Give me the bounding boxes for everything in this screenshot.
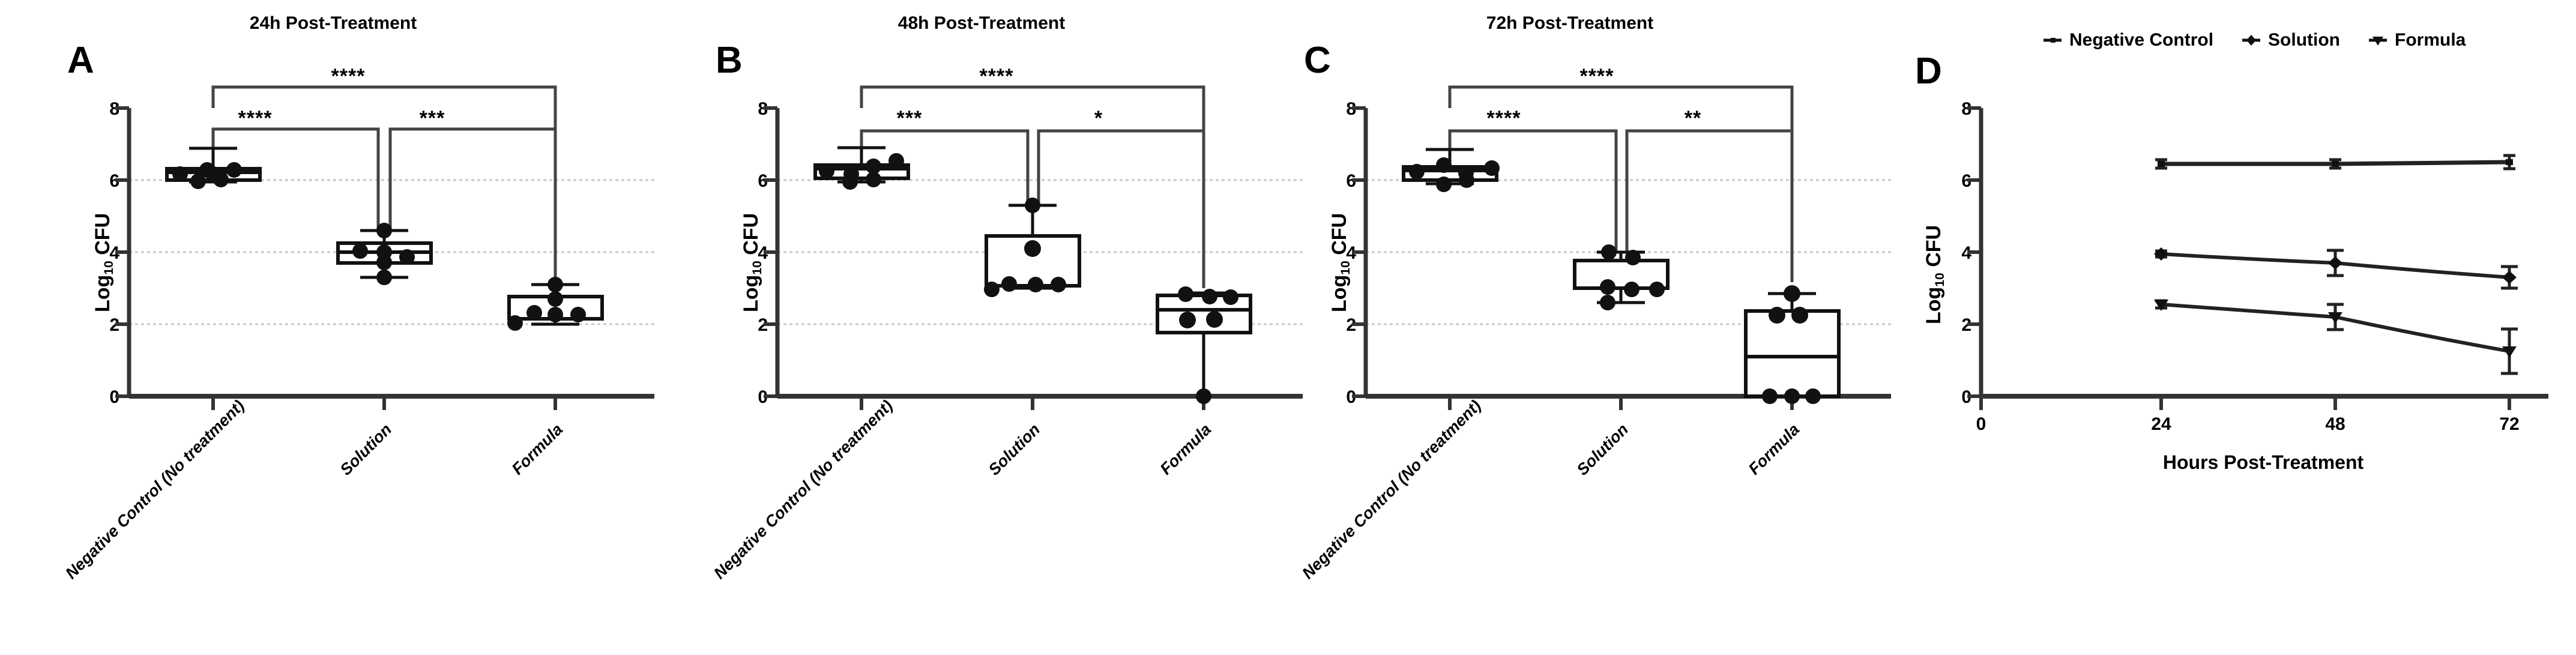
panel-a-ytick-2: 2	[109, 315, 119, 335]
panel-b-xtick-negative-control: Negative Control (No treatment)	[710, 396, 896, 583]
panel-d-x-axis-title: Hours Post-Treatment	[2162, 451, 2364, 473]
panel-b-xtick-solution: Solution	[985, 420, 1044, 479]
panel-c-plot	[1237, 0, 1897, 420]
panel-d-legend: Negative Control Solution Formula	[2042, 30, 2466, 50]
panel-b-ytick-6: 6	[758, 171, 768, 191]
panel-d-ytick-0: 0	[1961, 387, 1971, 407]
panel-c-title: 72h Post-Treatment	[1486, 13, 1654, 33]
panel-b-ytick-4: 4	[758, 243, 768, 263]
panel-b-plot	[648, 0, 1309, 420]
significance-brackets	[1448, 85, 1794, 282]
panel-d-xtick-0: 0	[1976, 414, 1986, 434]
panel-c-ytick-6: 6	[1346, 171, 1356, 191]
boxplot-negative-control	[165, 146, 262, 189]
panel-a-xtick-formula: Formula	[508, 420, 567, 478]
dash-marker-icon	[2044, 38, 2062, 43]
boxplot-formula	[1156, 286, 1252, 404]
legend-item-formula[interactable]: Formula	[2368, 30, 2466, 50]
panel-a-title: 24h Post-Treatment	[249, 13, 417, 33]
panel-d-ytick-2: 2	[1961, 315, 1971, 335]
panel-d-ytick-4: 4	[1961, 243, 1971, 263]
legend-item-negative-control[interactable]: Negative Control	[2042, 30, 2213, 50]
boxplot-solution	[984, 198, 1081, 297]
panel-c-xtick-negative-control: Negative Control (No treatment)	[1299, 396, 1485, 583]
panel-b-xtick-formula: Formula	[1156, 420, 1215, 478]
panel-c-xtick-solution: Solution	[1573, 420, 1632, 479]
panel-a-sig-solution-formula: ***	[419, 107, 445, 130]
panel-a-ytick-8: 8	[109, 99, 119, 119]
panel-d-xtick-24: 24	[2151, 414, 2171, 434]
series-solution	[2154, 247, 2518, 290]
panel-c-ytick-0: 0	[1346, 387, 1356, 407]
panel-c-sig-solution-formula: **	[1684, 107, 1702, 130]
boxplot-negative-control	[1402, 148, 1500, 192]
panel-c-ytick-8: 8	[1346, 99, 1356, 119]
panel-b-sig-top: ****	[979, 65, 1014, 88]
triangle-down-marker-icon	[2369, 37, 2387, 46]
legend-label-formula: Formula	[2395, 30, 2466, 50]
legend-label-negative-control: Negative Control	[2069, 30, 2214, 50]
panel-c-sig-nc-solution: ****	[1486, 107, 1521, 130]
panel-b-letter: B	[716, 40, 743, 81]
panel-c-sig-top: ****	[1579, 65, 1614, 88]
panel-a-sig-top: ****	[331, 65, 366, 88]
panel-c: C 72h Post-Treatment Log10 CFU 8 6 4 2 0…	[1237, 0, 1897, 655]
panel-c-ytick-4: 4	[1346, 243, 1356, 263]
legend-label-solution: Solution	[2268, 30, 2341, 50]
panel-b-title: 48h Post-Treatment	[897, 13, 1066, 33]
panel-a-letter: A	[67, 40, 94, 81]
panel-c-xtick-formula: Formula	[1745, 420, 1803, 478]
panel-d-letter: D	[1915, 50, 1942, 92]
panel-a-xtick-solution: Solution	[336, 420, 396, 479]
panel-a-xtick-negative-control: Negative Control (No treatment)	[62, 396, 248, 583]
panel-d-xtick-72: 72	[2499, 414, 2520, 434]
significance-brackets	[860, 85, 1205, 288]
panel-a: A 24h Post-Treatment Log10 CFU 8 6 4 2 0…	[0, 0, 660, 655]
diamond-marker-icon	[2242, 35, 2261, 46]
boxplot-formula	[507, 277, 604, 331]
panel-c-ytick-2: 2	[1346, 315, 1356, 335]
panel-b-ytick-0: 0	[758, 387, 768, 407]
panel-b: B 48h Post-Treatment Log10 CFU 8 6 4 2 0…	[648, 0, 1309, 655]
panel-a-plot	[0, 0, 660, 420]
boxplot-solution	[336, 223, 433, 285]
panel-a-ytick-4: 4	[109, 243, 119, 263]
panel-b-ytick-2: 2	[758, 315, 768, 335]
series-negative-control	[2155, 154, 2515, 171]
boxplot-solution	[1573, 244, 1670, 310]
panel-d-ytick-8: 8	[1961, 99, 1971, 119]
panel-d-xtick-48: 48	[2325, 414, 2345, 434]
panel-d-ytick-6: 6	[1961, 171, 1971, 191]
panel-b-sig-solution-formula: *	[1094, 107, 1103, 130]
panel-a-ytick-6: 6	[109, 171, 119, 191]
legend-item-solution[interactable]: Solution	[2241, 30, 2340, 50]
panel-a-sig-nc-solution: ****	[238, 107, 273, 130]
panel-d-plot	[1891, 0, 2576, 420]
panel-b-sig-nc-solution: ***	[896, 107, 923, 130]
panel-d: D Negative Control Solution	[1891, 0, 2576, 655]
panel-a-ytick-0: 0	[109, 387, 119, 407]
boxplot-negative-control	[813, 146, 910, 190]
panel-c-letter: C	[1304, 40, 1331, 81]
significance-brackets	[211, 85, 557, 300]
series-formula	[2154, 299, 2518, 375]
panel-b-ytick-8: 8	[758, 99, 768, 119]
boxplot-formula	[1744, 285, 1841, 404]
